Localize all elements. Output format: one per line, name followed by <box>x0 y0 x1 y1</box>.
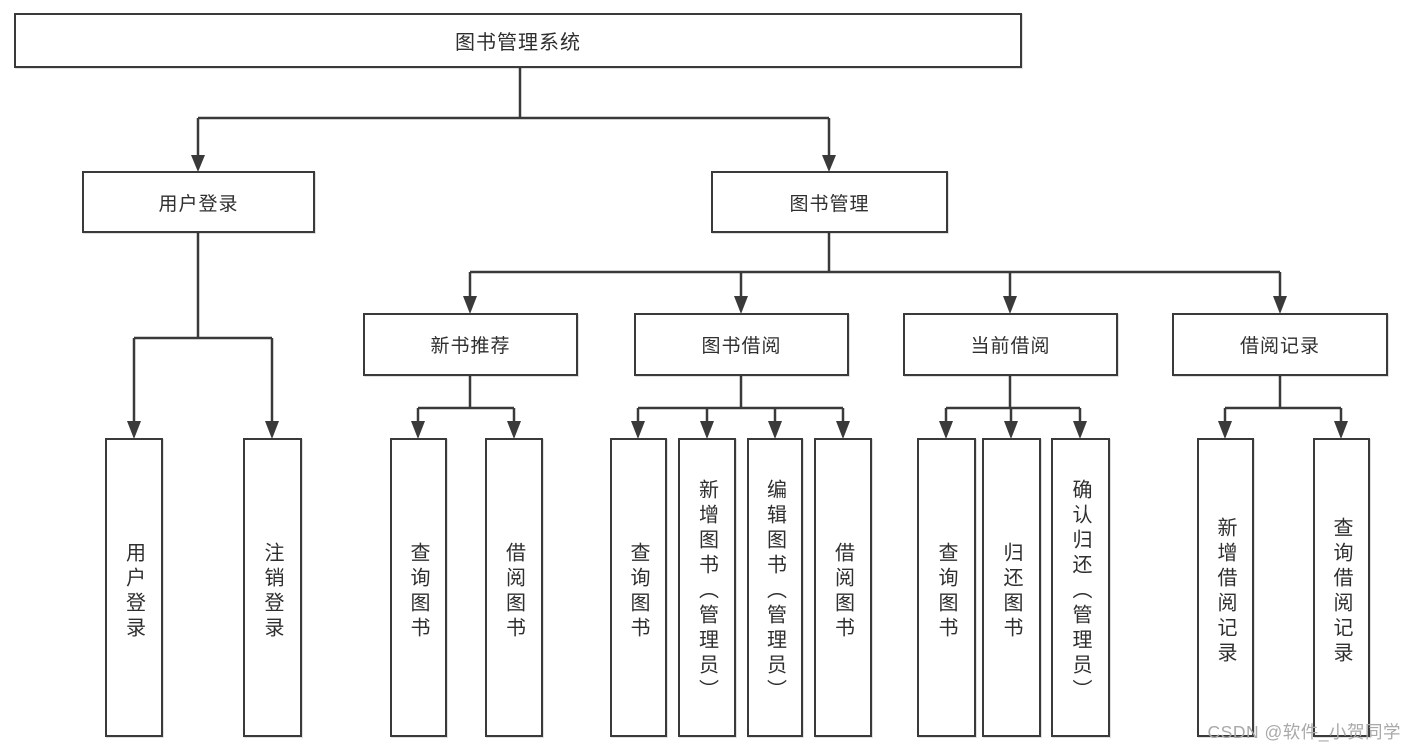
leaf-borrow-add-books-admin: 新增图书（管理员） <box>678 438 736 737</box>
node-new-book-recommend: 新书推荐 <box>363 313 578 376</box>
leaf-current-confirm-return-admin: 确认归还（管理员） <box>1051 438 1110 737</box>
node-current-borrow: 当前借阅 <box>903 313 1118 376</box>
leaf-user-login: 用户登录 <box>105 438 163 737</box>
leaf-current-return-books: 归还图书 <box>982 438 1041 737</box>
arrowheads <box>127 155 1348 439</box>
node-borrow-records: 借阅记录 <box>1172 313 1388 376</box>
leaf-borrow-query-books: 查询图书 <box>610 438 667 737</box>
node-user-login: 用户登录 <box>82 171 315 233</box>
leaf-newbook-borrow-books: 借阅图书 <box>485 438 543 737</box>
leaf-borrow-borrow-books: 借阅图书 <box>814 438 872 737</box>
node-book-management: 图书管理 <box>711 171 948 233</box>
leaf-newbook-query-books: 查询图书 <box>390 438 447 737</box>
node-root: 图书管理系统 <box>14 13 1022 68</box>
leaf-logout: 注销登录 <box>243 438 302 737</box>
node-book-borrow: 图书借阅 <box>634 313 849 376</box>
watermark: CSDN @软件_小贺同学 <box>1207 722 1401 742</box>
leaf-current-query-books: 查询图书 <box>917 438 976 737</box>
leaf-records-add-record: 新增借阅记录 <box>1197 438 1254 737</box>
leaf-records-query-record: 查询借阅记录 <box>1313 438 1370 737</box>
leaf-borrow-edit-books-admin: 编辑图书（管理员） <box>747 438 803 737</box>
